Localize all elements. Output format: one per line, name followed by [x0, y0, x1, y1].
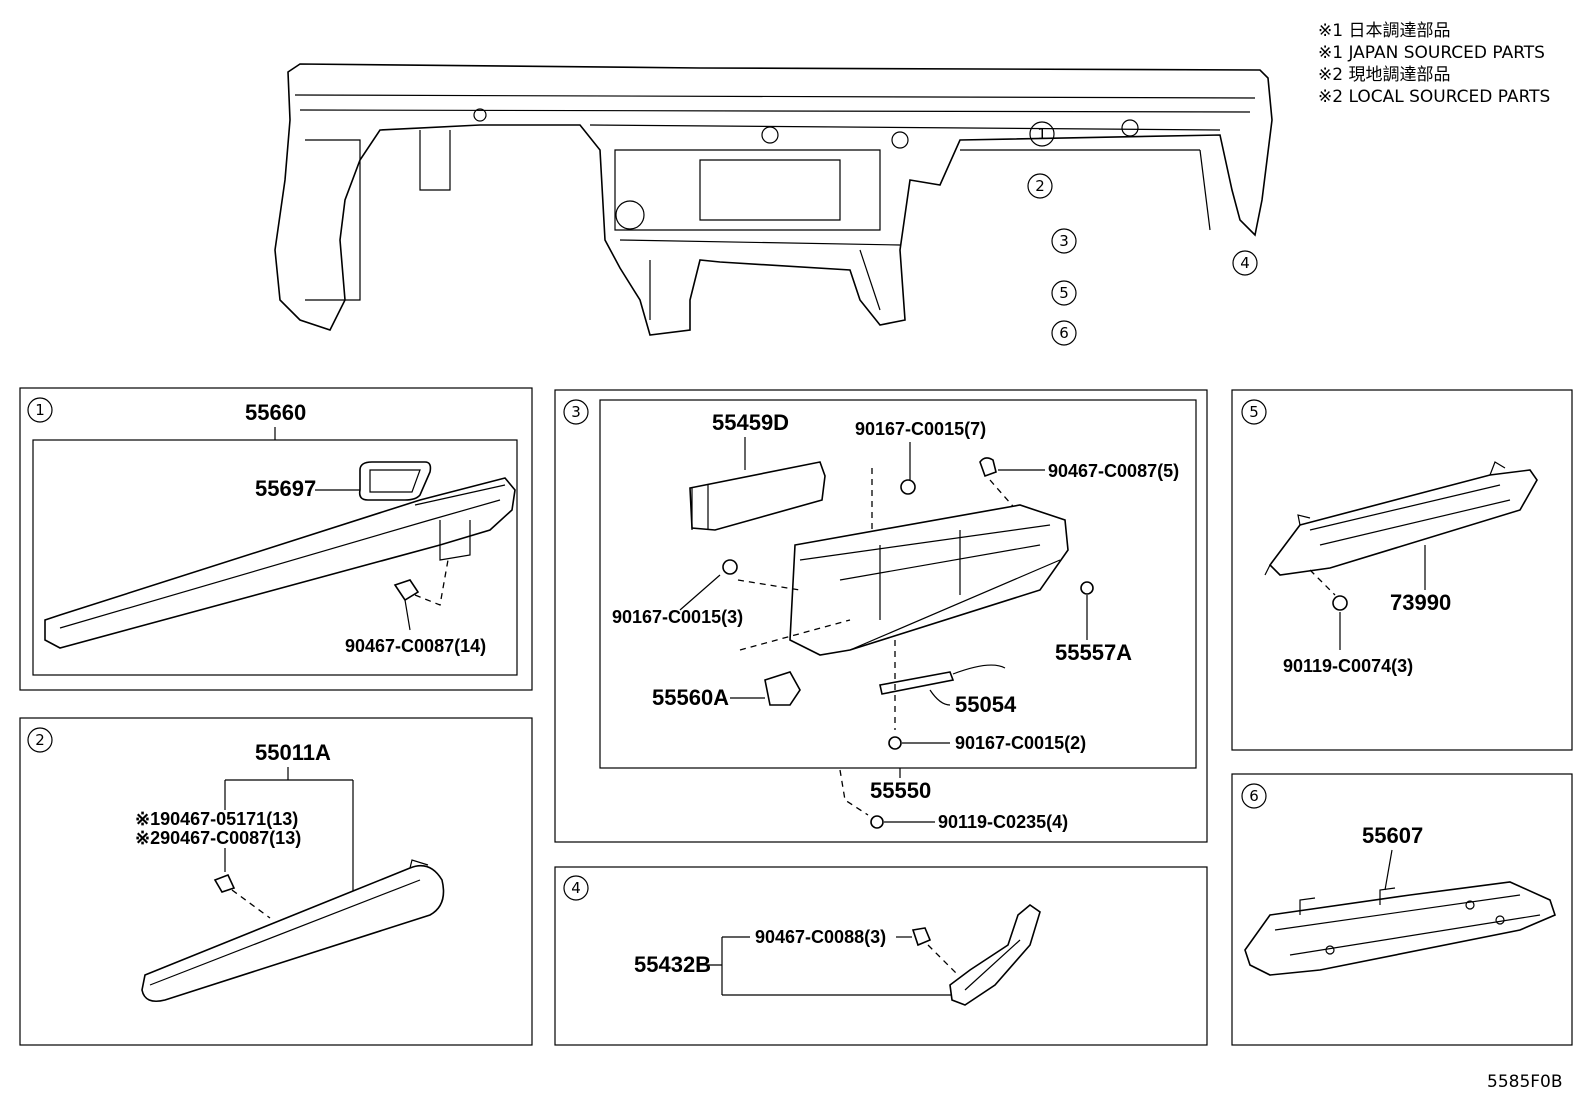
- overview-callouts: 1 2 3 4 5 6: [1027, 121, 1258, 346]
- part-90467-05171-13[interactable]: ※190467-05171(13): [135, 809, 298, 829]
- screw-top-shape: [900, 479, 916, 495]
- damper-shape: [1080, 581, 1094, 595]
- part-55459D[interactable]: 55459D: [712, 410, 789, 435]
- rod-shape: [879, 671, 955, 695]
- svg-text:4: 4: [1240, 254, 1250, 272]
- sourcing-notes: ※1 日本調達部品 ※1 JAPAN SOURCED PARTS ※2 現地調達…: [1318, 21, 1550, 107]
- overview-callout-2[interactable]: 2: [1027, 173, 1053, 199]
- part-55697[interactable]: 55697: [255, 476, 316, 501]
- part-55011A[interactable]: 55011A: [255, 740, 331, 765]
- panel-4: 4 90467-C0088(3) 55432B: [554, 866, 1208, 1046]
- overview-callout-6[interactable]: 6: [1051, 320, 1077, 346]
- panel-3-number: 3: [571, 403, 581, 421]
- part-55660[interactable]: 55660: [245, 400, 306, 425]
- part-90167-C0015-2[interactable]: 90167-C0015(2): [955, 733, 1086, 753]
- svg-text:2: 2: [1035, 177, 1045, 195]
- part-90167-C0015-7[interactable]: 90167-C0015(7): [855, 419, 986, 439]
- part-90119-C0235-4[interactable]: 90119-C0235(4): [938, 812, 1068, 832]
- undercover-55607-shape: [1244, 881, 1556, 976]
- note-japan-jp: ※1 日本調達部品: [1318, 21, 1450, 41]
- panel-5-number: 5: [1249, 403, 1259, 421]
- part-90467-C0087-5[interactable]: 90467-C0087(5): [1048, 461, 1179, 481]
- latch-shape: [764, 671, 801, 706]
- part-55054[interactable]: 55054: [955, 692, 1017, 717]
- panel-6-number: 6: [1249, 787, 1259, 805]
- trim-55432B-shape: [949, 903, 1041, 1006]
- overview-callout-4[interactable]: 4: [1232, 250, 1258, 276]
- bolt-shape: [870, 815, 884, 829]
- note-local-en: ※2 LOCAL SOURCED PARTS: [1318, 87, 1550, 107]
- clip-top-shape: [979, 457, 997, 478]
- stopper-55459D-shape: [689, 461, 826, 531]
- panel-6: 6 55607: [1231, 773, 1573, 1046]
- svg-text:6: 6: [1059, 324, 1069, 342]
- svg-text:3: 3: [1059, 232, 1069, 250]
- clip-shape: [213, 873, 236, 893]
- clip-90467-C0087-shape: [393, 579, 420, 602]
- part-55557A[interactable]: 55557A: [1055, 640, 1132, 665]
- panel-3: 3 55459D 90167-C0015(7) 90467-C0087(5) 9…: [554, 389, 1208, 843]
- note-local-jp: ※2 現地調達部品: [1318, 65, 1450, 85]
- part-90467-C0087-14[interactable]: 90467-C0087(14): [345, 636, 486, 656]
- part-55607[interactable]: 55607: [1362, 823, 1423, 848]
- glovebox-55550-shape: [789, 504, 1069, 656]
- part-55560A[interactable]: 55560A: [652, 685, 729, 710]
- panel-1: 1 55660 55697 90467-C0087(14): [19, 387, 533, 691]
- panel-5: 5 73990 90119-C0074(3): [1231, 389, 1573, 751]
- part-73990[interactable]: 73990: [1390, 590, 1451, 615]
- note-japan-en: ※1 JAPAN SOURCED PARTS: [1318, 43, 1545, 63]
- overview-callout-3[interactable]: 3: [1051, 228, 1077, 254]
- svg-text:5: 5: [1059, 284, 1069, 302]
- overview-callout-5[interactable]: 5: [1051, 280, 1077, 306]
- garnish-55660-shape: [44, 477, 516, 649]
- part-55432B[interactable]: 55432B: [634, 952, 711, 977]
- part-90167-C0015-3[interactable]: 90167-C0015(3): [612, 607, 743, 627]
- part-90467-C0087-13[interactable]: ※290467-C0087(13): [135, 828, 301, 848]
- bolt-73990-shape: [1332, 595, 1348, 611]
- screw-bottom-shape: [888, 736, 902, 750]
- panel-73990-shape: [1268, 469, 1538, 576]
- figure-code: 5585F0B: [1487, 1072, 1563, 1092]
- overview-callout-1[interactable]: 1: [1029, 121, 1055, 147]
- panel-2-number: 2: [35, 731, 45, 749]
- trim-55011A-shape: [141, 864, 445, 1003]
- clip-shape-p4: [911, 927, 932, 947]
- part-55550[interactable]: 55550: [870, 778, 931, 803]
- panel-1-number: 1: [35, 401, 45, 419]
- part-90467-C0088-3[interactable]: 90467-C0088(3): [755, 927, 886, 947]
- screw-left-shape: [722, 559, 738, 575]
- part-90119-C0074-3[interactable]: 90119-C0074(3): [1283, 656, 1413, 676]
- panel-2: 2 55011A ※190467-05171(13) ※290467-C0087…: [19, 717, 533, 1046]
- overview-reinforcement-drawing: [274, 63, 1273, 336]
- svg-text:1: 1: [1037, 125, 1047, 143]
- panel-4-number: 4: [571, 879, 581, 897]
